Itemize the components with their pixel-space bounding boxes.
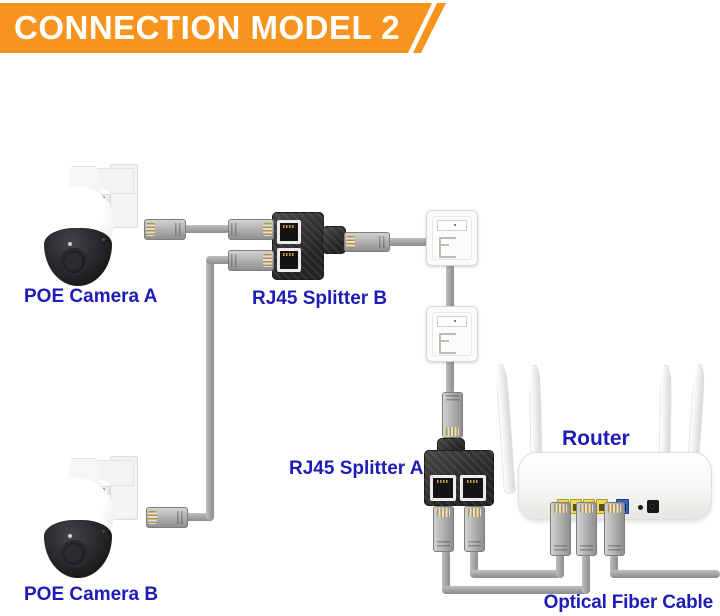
rj45-plug xyxy=(228,219,274,240)
plug-contacts xyxy=(467,508,482,517)
label-optical-fiber-cable: Optical Fiber Cable xyxy=(543,592,714,613)
camera-side-screw xyxy=(102,238,105,241)
rj45-port xyxy=(277,248,301,272)
ethernet-cable-splittera-lan2-b xyxy=(442,586,590,594)
router-reset-button xyxy=(638,505,643,510)
optical-fiber-cable-drop xyxy=(610,554,618,578)
rj45-plug xyxy=(550,502,571,556)
plug-contacts xyxy=(263,222,272,237)
outlet-label-slot xyxy=(437,316,467,327)
rj45-port xyxy=(430,475,456,501)
camera-lens xyxy=(60,248,88,276)
plug-contacts xyxy=(445,427,460,436)
wall-outlet-bottom xyxy=(426,306,478,362)
rj45-plug xyxy=(344,232,390,252)
rj45-plug xyxy=(604,502,625,556)
ethernet-cable-camera-b-run xyxy=(184,513,214,521)
ethernet-cable-camera-b-riser xyxy=(206,258,214,520)
camera-lens xyxy=(60,540,88,568)
rj45-plug xyxy=(228,250,274,271)
plug-contacts xyxy=(607,504,622,513)
ethernet-cable-outlet-to-outlet xyxy=(446,264,454,310)
page-title: CONNECTION MODEL 2 xyxy=(14,9,401,46)
rj45-port xyxy=(460,475,486,501)
outlet-frame xyxy=(432,312,472,356)
rj45-plug xyxy=(442,392,463,438)
ethernet-cable-splitterb-outlet xyxy=(384,238,428,246)
plug-contacts xyxy=(553,504,568,513)
ethernet-cable-splittera-lan1-c xyxy=(556,554,564,578)
camera-led xyxy=(68,534,72,538)
outlet-frame xyxy=(432,216,472,260)
ethernet-cable-camera-a xyxy=(182,225,230,233)
outlet-jack xyxy=(439,333,456,354)
plug-contacts xyxy=(346,235,355,249)
plug-contacts xyxy=(263,253,272,268)
label-poe-camera-b: POE Camera B xyxy=(24,584,159,605)
poe-camera-a xyxy=(26,158,166,293)
plug-contacts xyxy=(579,504,594,513)
router-power-jack xyxy=(647,500,659,513)
rj45-plug xyxy=(464,506,485,552)
plug-contacts xyxy=(146,222,155,237)
ethernet-cable-splittera-lan2-c xyxy=(582,554,590,594)
rj45-splitter-b-output-tab xyxy=(322,226,346,254)
label-router: Router xyxy=(562,427,630,450)
outlet-label-slot xyxy=(437,220,467,231)
plug-contacts xyxy=(436,508,451,517)
rj45-port xyxy=(277,220,301,244)
camera-led xyxy=(68,242,72,246)
ethernet-cable-splittera-lan1-a xyxy=(470,550,478,576)
rj45-plug xyxy=(144,219,186,240)
outlet-dot xyxy=(454,224,456,226)
plug-contacts xyxy=(148,510,157,525)
optical-fiber-cable-run xyxy=(610,570,720,578)
label-rj45-splitter-a: RJ45 Splitter A xyxy=(289,458,424,479)
label-rj45-splitter-b: RJ45 Splitter B xyxy=(252,288,388,309)
camera-side-screw xyxy=(102,530,105,533)
poe-camera-b xyxy=(26,450,166,585)
rj45-plug xyxy=(576,502,597,556)
wall-outlet-top xyxy=(426,210,478,266)
outlet-dot xyxy=(454,320,456,322)
rj45-plug xyxy=(146,507,188,528)
label-poe-camera-a: POE Camera A xyxy=(24,286,158,307)
rj45-plug xyxy=(433,506,454,552)
outlet-jack xyxy=(439,237,456,258)
ethernet-cable-splittera-lan2-a xyxy=(442,550,450,594)
title-banner: CONNECTION MODEL 2 xyxy=(0,3,432,53)
ethernet-cable-outlet-to-splittera xyxy=(446,358,454,394)
router-antenna xyxy=(495,364,516,495)
ethernet-cable-splittera-lan1-b xyxy=(470,570,564,578)
ethernet-cable-camera-b-top xyxy=(206,256,236,264)
